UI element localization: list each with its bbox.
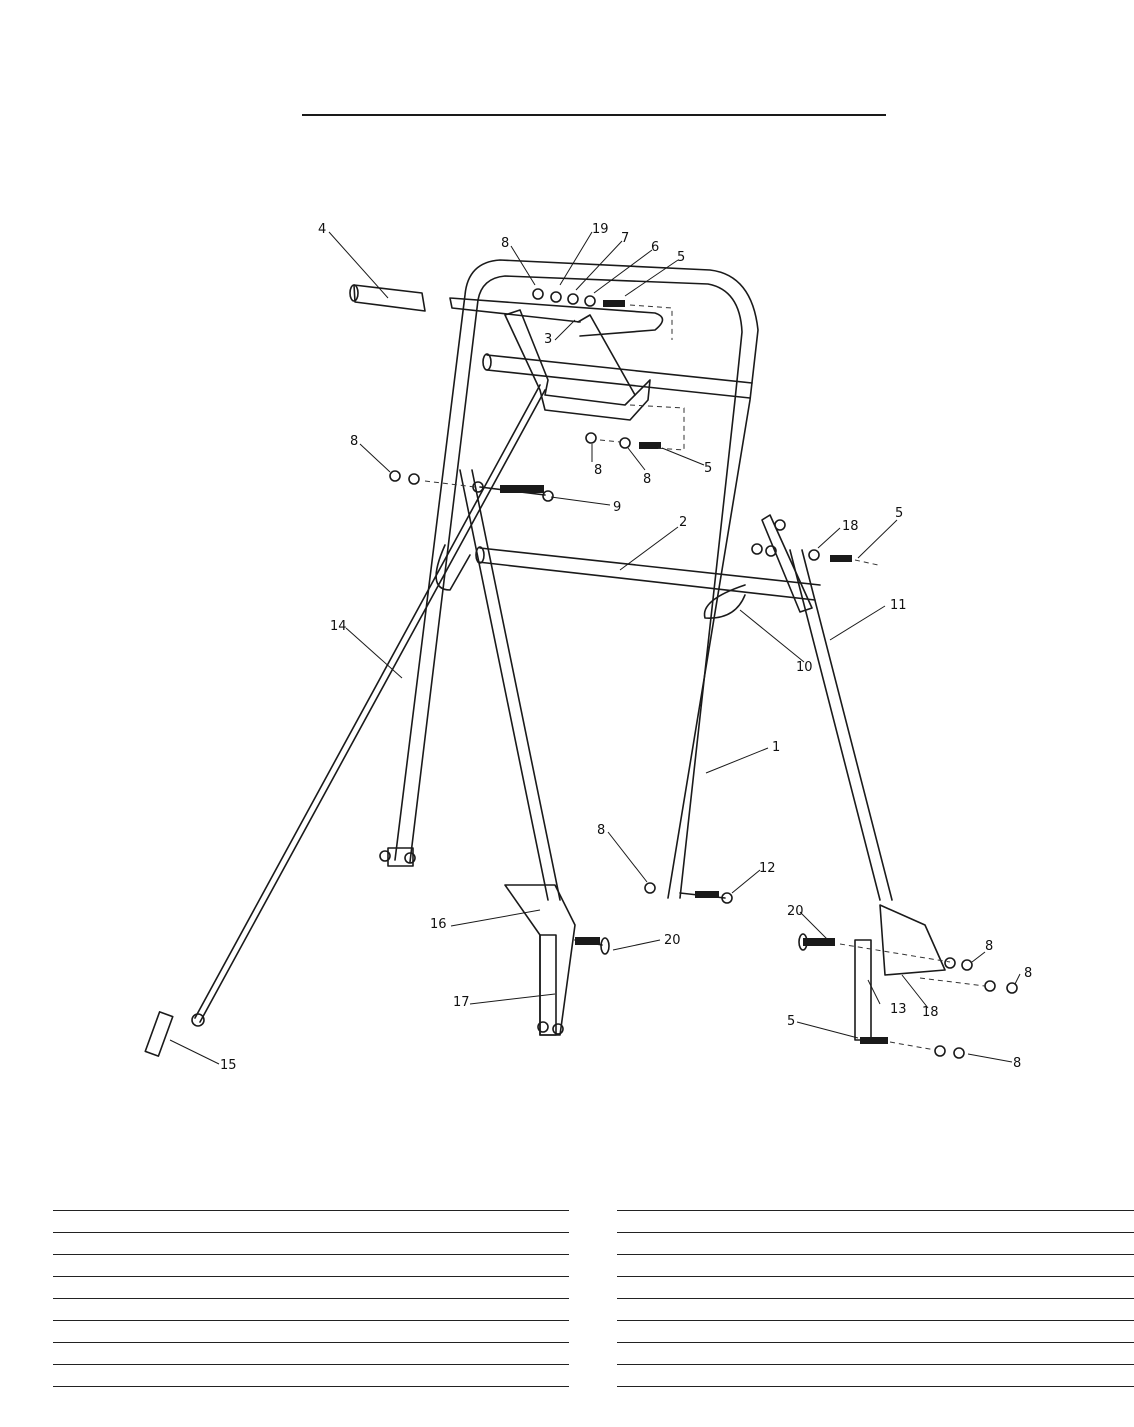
- table-row: [53, 1254, 569, 1276]
- table-row: [617, 1232, 1134, 1254]
- table-row: [53, 1320, 569, 1342]
- cable-14: [194, 384, 546, 1023]
- parts-table-left: [53, 1210, 569, 1408]
- table-row: [617, 1364, 1134, 1386]
- callout-4: 4: [318, 222, 326, 237]
- table-row: [53, 1364, 569, 1386]
- callout-9: 9: [613, 500, 621, 515]
- bracket-13: [879, 904, 946, 976]
- table-row: [53, 1276, 569, 1298]
- callout-7: 7: [621, 231, 629, 246]
- table-row: [53, 1298, 569, 1320]
- callout-19: 19: [592, 222, 609, 237]
- table-row: [617, 1276, 1134, 1298]
- table-row: [53, 1386, 569, 1408]
- right-link: [761, 514, 813, 613]
- handle-frame: [394, 259, 759, 899]
- callout-8: 8: [643, 472, 651, 487]
- spring-15: [144, 1011, 174, 1057]
- callout-8: 8: [1013, 1056, 1021, 1071]
- callout-8: 8: [350, 434, 358, 449]
- callout-5: 5: [895, 506, 903, 521]
- crossbar-middle-2: [477, 547, 821, 601]
- callout-20: 20: [664, 933, 681, 948]
- callout-5: 5: [704, 461, 712, 476]
- header-rule: [302, 114, 886, 116]
- table-row: [617, 1320, 1134, 1342]
- loop-10: [703, 584, 746, 619]
- grip-4: [353, 284, 426, 312]
- handle-frame-inner: [409, 275, 743, 899]
- callout-17: 17: [453, 995, 470, 1010]
- table-row: [617, 1298, 1134, 1320]
- callout-14: 14: [330, 619, 347, 634]
- parts-table-right: [617, 1210, 1134, 1408]
- table-row: [617, 1386, 1134, 1408]
- callout-8: 8: [501, 236, 509, 251]
- handle-frame-foot-left: [387, 847, 414, 867]
- table-row: [617, 1210, 1134, 1232]
- left-rod: [459, 469, 561, 901]
- bracket: [504, 309, 651, 421]
- table-row: [53, 1232, 569, 1254]
- right-rod-11: [789, 549, 893, 901]
- callout-2: 2: [679, 515, 687, 530]
- callout-3: 3: [544, 332, 552, 347]
- callout-8: 8: [597, 823, 605, 838]
- table-row: [53, 1342, 569, 1364]
- callout-6: 6: [651, 240, 659, 255]
- callout-15: 15: [220, 1058, 237, 1073]
- table-row: [617, 1254, 1134, 1276]
- callout-5: 5: [677, 250, 685, 265]
- control-bar-3: [449, 297, 664, 337]
- table-row: [53, 1210, 569, 1232]
- callout-8: 8: [594, 463, 602, 478]
- exploded-parts-diagram: 4 8 19 7 6 5 3 8 8 8 5 9 2 18 5 11 14 10…: [144, 222, 1032, 1073]
- callout-20: 20: [787, 904, 804, 919]
- table-row: [617, 1342, 1134, 1364]
- callout-11: 11: [890, 598, 907, 613]
- callout-18: 18: [842, 519, 859, 534]
- callout-16: 16: [430, 917, 447, 932]
- left-u-bracket: [435, 544, 471, 591]
- hex-nuts: [379, 288, 1018, 1059]
- bolt-20-right: [803, 938, 835, 946]
- callout-8: 8: [1024, 966, 1032, 981]
- callout-18: 18: [922, 1005, 939, 1020]
- callout-5: 5: [787, 1014, 795, 1029]
- callout-8: 8: [985, 939, 993, 954]
- callout-10: 10: [796, 660, 813, 675]
- callout-13: 13: [890, 1002, 907, 1017]
- callout-1: 1: [772, 740, 780, 755]
- callout-12: 12: [759, 861, 776, 876]
